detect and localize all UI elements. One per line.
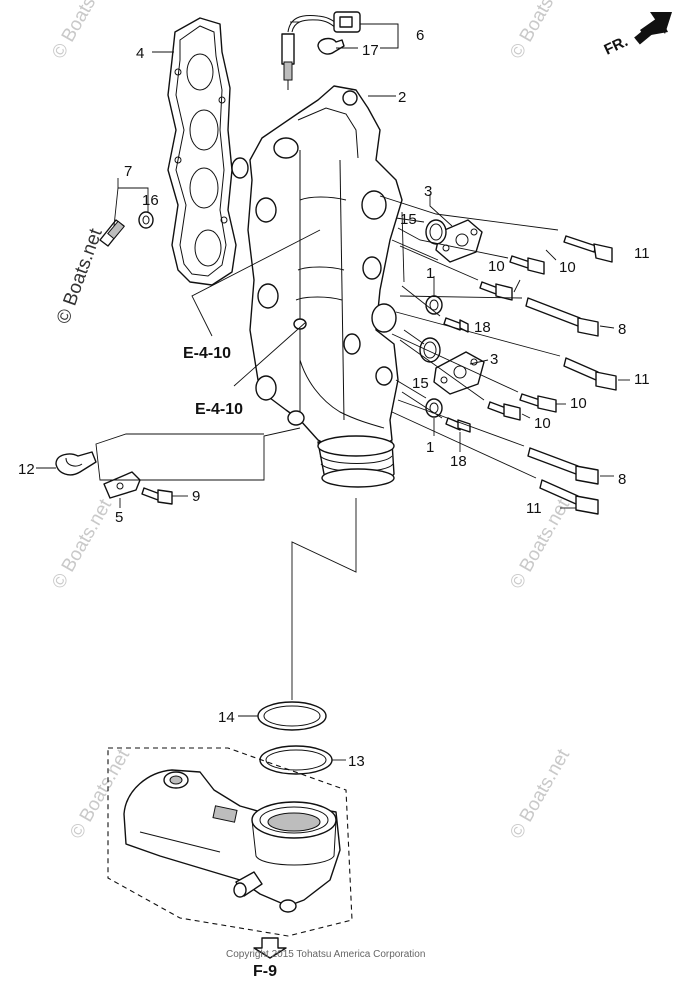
bolt-11-middle — [563, 357, 617, 391]
callout-10-lower-b: 10 — [534, 415, 551, 432]
callout-16: 16 — [142, 192, 159, 209]
continuation-arrow — [253, 937, 287, 959]
bracket — [103, 471, 141, 499]
callout-11-bottom: 11 — [526, 500, 542, 517]
callout-4: 4 — [136, 45, 144, 62]
callout-8-lower: 8 — [618, 471, 626, 488]
callout-7: 7 — [124, 163, 132, 180]
copyright-notice: Copyright 2015 Tohatsu America Corporati… — [226, 949, 425, 960]
lower-housing-assembly — [107, 747, 353, 937]
watermark: © Boats.net — [48, 495, 116, 592]
flange-plate-upper — [435, 219, 483, 263]
callout-11-middle: 11 — [634, 371, 650, 388]
callout-15-upper: 15 — [400, 211, 417, 228]
callout-14: 14 — [218, 709, 235, 726]
bolt-10-upper-a — [509, 255, 545, 275]
callout-3-lower: 3 — [490, 351, 498, 368]
hose-clamp — [55, 451, 97, 476]
bolt-8-upper — [525, 297, 599, 337]
bolt-11-top — [563, 235, 613, 263]
callout-18-upper: 18 — [474, 319, 491, 336]
intake-manifold — [231, 85, 403, 488]
watermark-main: © Boats.net — [53, 225, 107, 326]
collar-lower — [425, 398, 443, 418]
front-direction-arrow: FR. — [602, 12, 672, 59]
reference-f-9: F-9 — [253, 963, 277, 980]
bolt-10-lower-a — [519, 393, 557, 413]
bolt-8-lower — [527, 447, 599, 485]
reference-e-4-10-lower: E-4-10 — [195, 401, 243, 418]
o-ring-upper — [425, 219, 447, 245]
stud-18-upper — [443, 317, 469, 333]
oxygen-sensor — [281, 11, 361, 90]
callout-3-upper: 3 — [424, 183, 432, 200]
callout-9: 9 — [192, 488, 200, 505]
front-direction-label: FR. — [602, 33, 631, 59]
sensor-clip — [317, 37, 345, 55]
temperature-sensor — [99, 211, 154, 247]
callout-10-lower-a: 10 — [570, 395, 587, 412]
callout-18-lower: 18 — [450, 453, 467, 470]
callout-15-lower: 15 — [412, 375, 429, 392]
bolt-10-lower-b — [487, 401, 521, 421]
bolt-11-bottom — [539, 479, 599, 515]
callout-6: 6 — [416, 27, 424, 44]
bracket-bolt — [141, 487, 173, 505]
bolt-10-upper-b — [479, 281, 513, 301]
callout-1-upper: 1 — [426, 265, 434, 282]
reference-e-4-10-upper: E-4-10 — [183, 345, 231, 362]
manifold-gasket — [167, 17, 237, 286]
flange-plate-lower — [433, 351, 485, 395]
callout-10-upper-b: 10 — [559, 259, 576, 276]
watermark: © Boats.net — [66, 745, 134, 842]
watermark: © Boats.net — [48, 0, 116, 63]
callout-17: 17 — [362, 42, 379, 59]
leader-lines — [36, 21, 630, 761]
o-ring-14 — [257, 701, 327, 731]
callouts: 6 17 4 2 7 3 16 15 11 10 10 1 8 18 3 11 … — [18, 27, 650, 770]
o-ring-13 — [259, 745, 333, 775]
callout-12: 12 — [18, 461, 35, 478]
callout-13: 13 — [348, 753, 365, 770]
watermark: © Boats.net — [506, 0, 574, 63]
callout-5: 5 — [115, 509, 123, 526]
watermark: © Boats.net — [506, 745, 574, 842]
callout-10-upper-a: 10 — [488, 258, 505, 275]
callout-11-top: 11 — [634, 245, 650, 262]
o-ring-lower — [419, 337, 441, 363]
callout-1-lower: 1 — [426, 439, 434, 456]
callout-2: 2 — [398, 89, 406, 106]
callout-8-upper: 8 — [618, 321, 626, 338]
